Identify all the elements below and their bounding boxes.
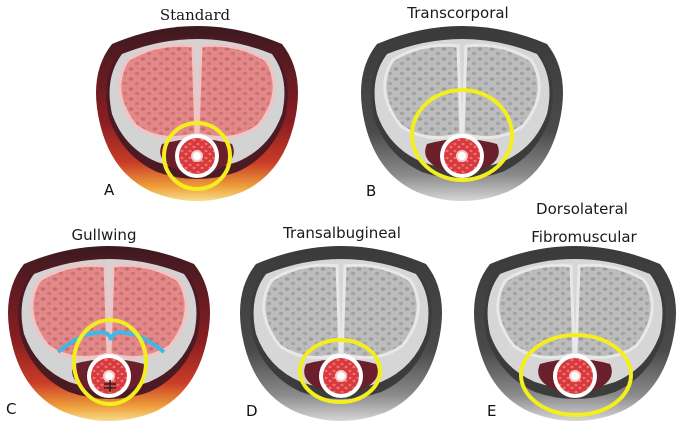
panel-b-title: Transcorporal [406,4,508,22]
panel-e-title-line1: Dorsolateral [536,200,628,218]
panel-c-letter: C [6,400,16,418]
panel-d: Transalbugineal D [238,224,444,423]
panel-a-title: Standard [160,6,231,24]
panel-e-letter: E [487,402,496,420]
cross-section-d [238,244,444,423]
highlight-ring-b [410,88,514,182]
suture-mark [104,380,116,392]
panel-a: Standard A [94,6,300,203]
panel-b: Transcorporal B [359,4,565,203]
panel-d-title: Transalbugineal [282,224,401,242]
panel-c-title: Gullwing [72,226,137,244]
cross-section-b [359,24,565,203]
panel-c: Gullwing C [6,226,212,423]
highlight-ring-d [298,338,382,404]
highlight-ring-e [519,333,633,417]
panel-e: Dorsolateral Fibromuscular E [472,200,678,423]
panel-a-letter: A [104,181,115,199]
panel-d-letter: D [246,402,258,420]
highlight-ring-c [72,318,148,406]
highlight-ring-a [162,121,232,191]
panel-b-letter: B [366,182,376,200]
cross-section-a [94,24,300,203]
panel-e-title-line2: Fibromuscular [531,228,637,246]
